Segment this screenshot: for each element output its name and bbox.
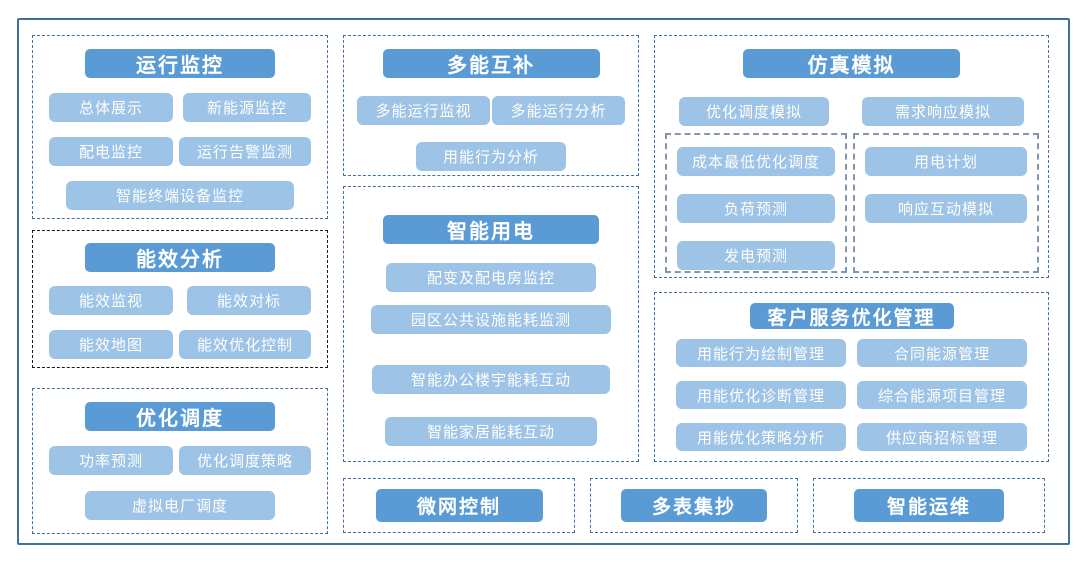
chip-transformer-room-monitoring: 配变及配电房监控 <box>386 263 596 292</box>
chip-min-cost-dispatch: 成本最低优化调度 <box>677 147 835 176</box>
group-customer-service-optimization: 客户服务优化管理 用能行为绘制管理 合同能源管理 用能优化诊断管理 综合能源项目… <box>654 292 1049 462</box>
chip-response-interaction-simulation: 响应互动模拟 <box>865 194 1027 223</box>
group-simulation: 仿真模拟 优化调度模拟 需求响应模拟 成本最低优化调度 负荷预测 发电预测 用电… <box>654 35 1049 278</box>
group-title-operation-monitoring: 运行监控 <box>85 49 275 78</box>
chip-multi-energy-operation-monitoring: 多能运行监视 <box>357 96 490 125</box>
chip-generation-forecast: 发电预测 <box>677 241 835 270</box>
group-energy-efficiency-analysis: 能效分析 能效监视 能效对标 能效地图 能效优化控制 <box>32 230 328 368</box>
chip-supplier-bidding-mgmt: 供应商招标管理 <box>857 423 1027 451</box>
chip-multi-energy-operation-analysis: 多能运行分析 <box>492 96 625 125</box>
header-multi-meter-reading: 多表集抄 <box>621 489 767 522</box>
chip-efficiency-monitoring: 能效监视 <box>49 286 173 315</box>
chip-demand-response-simulation: 需求响应模拟 <box>862 97 1024 126</box>
group-multi-energy-complementation: 多能互补 多能运行监视 多能运行分析 用能行为分析 <box>343 35 639 176</box>
group-title-multi-energy-complementation: 多能互补 <box>382 49 600 78</box>
group-smart-power-use: 智能用电 配变及配电房监控 园区公共设施能耗监测 智能办公楼宇能耗互动 智能家居… <box>343 186 639 462</box>
chip-efficiency-map: 能效地图 <box>49 330 173 359</box>
chip-integrated-energy-project-mgmt: 综合能源项目管理 <box>857 381 1027 409</box>
chip-energy-optimization-strategy-analysis: 用能优化策略分析 <box>676 423 846 451</box>
group-title-optimal-dispatch: 优化调度 <box>85 402 275 431</box>
header-smart-operation-maintenance: 智能运维 <box>854 489 1004 522</box>
chip-office-building-energy-interaction: 智能办公楼宇能耗互动 <box>372 365 610 394</box>
chip-load-forecast: 负荷预测 <box>677 194 835 223</box>
subgroup-dispatch-optimization: 成本最低优化调度 负荷预测 发电预测 <box>665 133 847 273</box>
chip-energy-optimization-diagnosis-mgmt: 用能优化诊断管理 <box>676 381 846 409</box>
diagram-outer-frame <box>17 18 1070 545</box>
chip-terminal-device-monitoring: 智能终端设备监控 <box>66 181 294 210</box>
chip-efficiency-optimization-control: 能效优化控制 <box>179 330 311 359</box>
group-title-energy-efficiency-analysis: 能效分析 <box>85 243 275 272</box>
chip-alarm-monitoring: 运行告警监测 <box>179 137 311 166</box>
chip-power-use-plan: 用电计划 <box>865 147 1027 176</box>
chip-contract-energy-mgmt: 合同能源管理 <box>857 339 1027 367</box>
chip-energy-behavior-analysis: 用能行为分析 <box>416 142 566 171</box>
group-operation-monitoring: 运行监控 总体展示 新能源监控 配电监控 运行告警监测 智能终端设备监控 <box>32 35 328 219</box>
chip-energy-behavior-profiling-mgmt: 用能行为绘制管理 <box>676 339 846 367</box>
chip-dispatch-simulation: 优化调度模拟 <box>679 97 829 126</box>
group-smart-operation-maintenance: 智能运维 <box>813 478 1045 533</box>
subgroup-power-use-simulation: 用电计划 响应互动模拟 <box>853 133 1039 273</box>
group-title-simulation: 仿真模拟 <box>743 49 960 78</box>
group-title-customer-service-optimization: 客户服务优化管理 <box>749 303 954 329</box>
group-title-smart-power-use: 智能用电 <box>383 215 599 244</box>
chip-power-forecast: 功率预测 <box>49 446 173 475</box>
header-microgrid-control: 微网控制 <box>375 489 543 522</box>
group-multi-meter-reading: 多表集抄 <box>590 478 798 533</box>
chip-overall-display: 总体展示 <box>49 93 173 122</box>
chip-smart-home-energy-interaction: 智能家居能耗互动 <box>385 417 597 446</box>
chip-new-energy-monitoring: 新能源监控 <box>183 93 311 122</box>
chip-dispatch-strategy: 优化调度策略 <box>179 446 311 475</box>
group-optimal-dispatch: 优化调度 功率预测 优化调度策略 虚拟电厂调度 <box>32 388 328 534</box>
chip-park-facility-energy-monitoring: 园区公共设施能耗监测 <box>371 305 611 334</box>
chip-efficiency-benchmarking: 能效对标 <box>187 286 311 315</box>
chip-virtual-power-plant-dispatch: 虚拟电厂调度 <box>85 491 275 520</box>
group-microgrid-control: 微网控制 <box>343 478 575 533</box>
chip-distribution-monitoring: 配电监控 <box>49 137 173 166</box>
